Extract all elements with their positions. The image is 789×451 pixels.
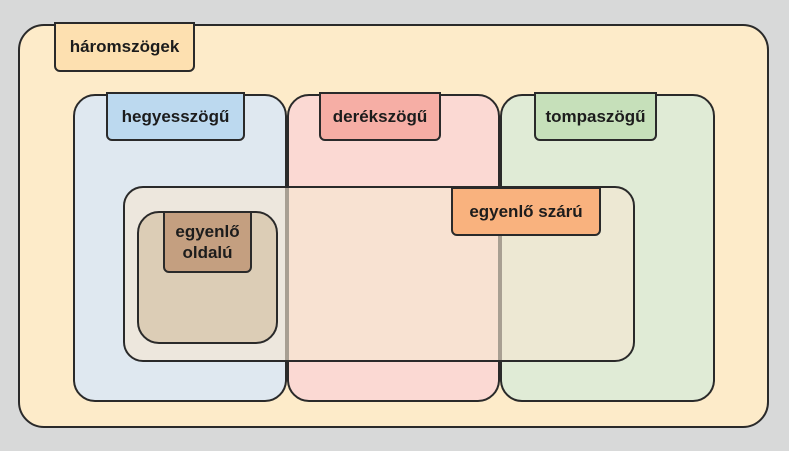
right-label: derékszögű [319,92,441,141]
triangles-label: háromszögek [54,22,195,72]
equilateral-label-line2: oldalú [182,243,233,262]
equilateral-label-line1: egyenlő [175,221,240,241]
obtuse-label: tompaszögű [534,92,657,141]
acute-label: hegyesszögű [106,92,245,141]
isosceles-label: egyenlő szárú [451,187,601,236]
equilateral-label: egyenlő oldalú [163,211,252,273]
